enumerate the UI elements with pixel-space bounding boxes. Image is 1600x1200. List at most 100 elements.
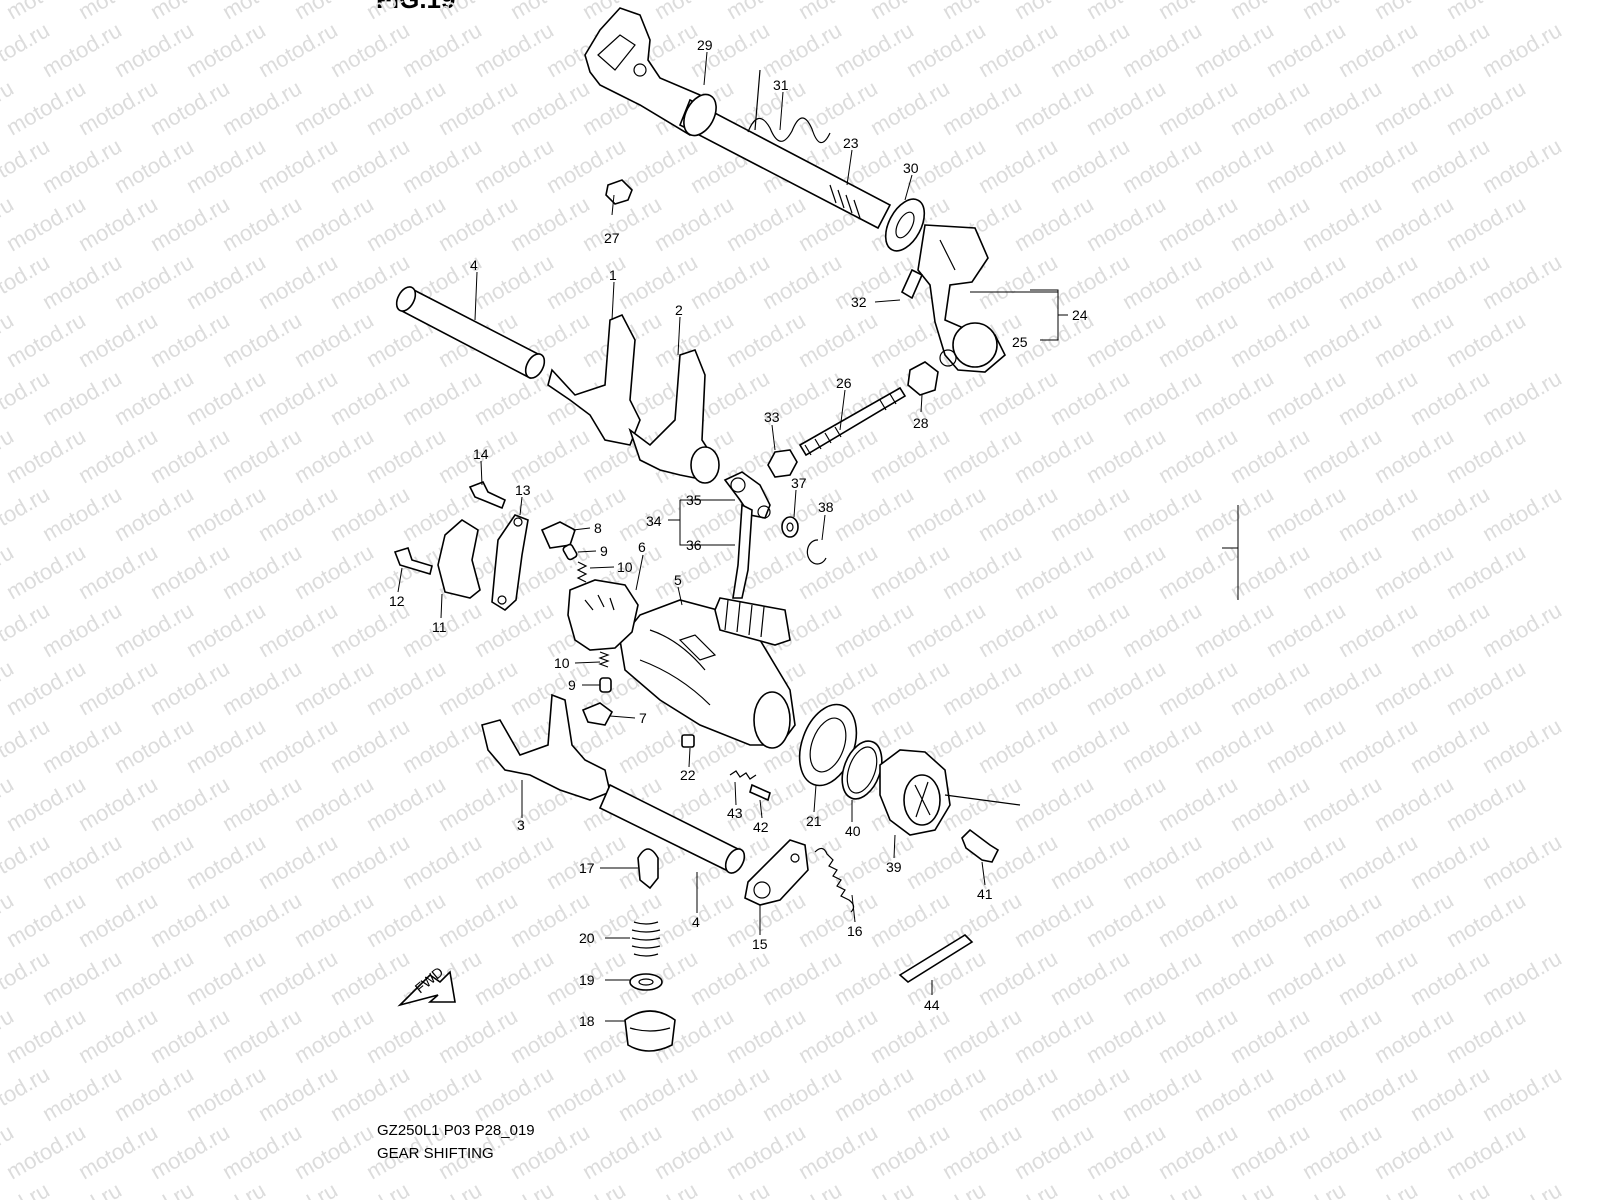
watermark-text: motod.ru	[1046, 133, 1134, 198]
watermark-text: motod.ru	[1190, 133, 1278, 198]
shift-shaft-assembly	[584, 7, 1006, 478]
watermark-text: motod.ru	[38, 133, 126, 198]
watermark-text: motod.ru	[1298, 1119, 1386, 1184]
callout-27: 27	[604, 230, 620, 246]
watermark-text: motod.ru	[146, 75, 234, 140]
part-15-cam-stopper	[744, 839, 809, 906]
watermark-text: motod.ru	[1442, 0, 1530, 24]
callout-16: 16	[847, 923, 863, 939]
watermark-text: motod.ru	[866, 1119, 954, 1184]
watermark-text: motod.ru	[1262, 1061, 1350, 1126]
watermark-text: motod.ru	[1478, 1061, 1566, 1126]
watermark-text: motod.ru	[38, 829, 126, 894]
watermark-text: motod.ru	[722, 1119, 810, 1184]
watermark-text: motod.ru	[1226, 1119, 1314, 1184]
watermark-text: motod.ru	[794, 307, 882, 372]
watermark-text: motod.ru	[974, 481, 1062, 546]
watermark-text: motod.ru	[1442, 191, 1530, 256]
watermark-text: motod.ru	[182, 133, 270, 198]
gear-position-switch-assembly	[798, 703, 1021, 983]
callout-2: 2	[675, 302, 683, 318]
watermark-text: motod.ru	[1046, 597, 1134, 662]
part-12-screw	[393, 547, 433, 576]
callout-numbers: 29 31 23 30 27 32 24 25 4 1 2 26 28 33 1…	[389, 37, 1088, 1029]
watermark-text: motod.ru	[1370, 539, 1458, 604]
callout-9-lower: 9	[568, 677, 576, 693]
watermark-text: motod.ru	[2, 75, 90, 140]
gearshift-lever-assembly	[714, 471, 827, 646]
watermark-text: motod.ru	[1334, 597, 1422, 662]
watermark-text: motod.ru	[1010, 75, 1098, 140]
watermark-text: motod.ru	[2, 539, 90, 604]
watermark-text: motod.ru	[1190, 249, 1278, 314]
watermark-text: motod.ru	[38, 597, 126, 662]
watermark-text: motod.ru	[1226, 539, 1314, 604]
watermark-text: motod.ru	[38, 17, 126, 82]
watermark-text: motod.ru	[254, 713, 342, 778]
watermark-text: motod.ru	[938, 423, 1026, 488]
watermark-text: motod.ru	[218, 655, 306, 720]
watermark-text: motod.ru	[290, 191, 378, 256]
watermark-text: motod.ru	[470, 597, 558, 662]
callout-15: 15	[752, 936, 768, 952]
watermark-text: motod.ru	[74, 539, 162, 604]
callout-3: 3	[517, 817, 525, 833]
watermark-text: motod.ru	[470, 829, 558, 894]
watermark-text: motod.ru	[866, 423, 954, 488]
part-11-cam-guide	[437, 519, 481, 599]
callout-39: 39	[886, 859, 902, 875]
watermark-text: motod.ru	[290, 771, 378, 836]
part-44-clamp	[898, 933, 974, 983]
watermark-text: motod.ru	[1118, 249, 1206, 314]
watermark-text: motod.ru	[1046, 713, 1134, 778]
watermark-text: motod.ru	[218, 1003, 306, 1068]
watermark-text: motod.ru	[1262, 597, 1350, 662]
part-43-spring	[729, 770, 757, 780]
watermark-text: motod.ru	[182, 1061, 270, 1126]
watermark-text: motod.ru	[1478, 249, 1566, 314]
watermark-text: motod.ru	[182, 597, 270, 662]
watermark-text: motod.ru	[110, 249, 198, 314]
callout-41: 41	[977, 886, 993, 902]
watermark-text: motod.ru	[74, 1119, 162, 1184]
watermark-text: motod.ru	[1442, 655, 1530, 720]
callout-6: 6	[638, 539, 646, 555]
watermark-text: motod.ru	[182, 829, 270, 894]
watermark-text: motod.ru	[1118, 597, 1206, 662]
part-8-pawl	[540, 521, 576, 549]
watermark-text: motod.ru	[1478, 481, 1566, 546]
watermark-text: motod.ru	[1154, 191, 1242, 256]
watermark-text: motod.ru	[1190, 945, 1278, 1010]
watermark-text: motod.ru	[758, 17, 846, 82]
watermark-text: motod.ru	[1442, 539, 1530, 604]
watermark-text: motod.ru	[110, 829, 198, 894]
watermark-text: motod.ru	[1082, 887, 1170, 952]
watermark-text: motod.ru	[686, 945, 774, 1010]
part-31-return-spring	[747, 69, 831, 144]
watermark-text: motod.ru	[1406, 597, 1494, 662]
watermark-text: motod.ru	[2, 1119, 90, 1184]
part-32-bolt	[900, 268, 924, 300]
leader-lines	[397, 51, 1068, 1022]
watermark-text: motod.ru	[1298, 887, 1386, 952]
watermark-text: motod.ru	[1190, 829, 1278, 894]
watermark-text: motod.ru	[1406, 249, 1494, 314]
callout-32: 32	[851, 294, 867, 310]
watermark-text: motod.ru	[38, 481, 126, 546]
callout-10-lower: 10	[554, 655, 570, 671]
watermark-text: motod.ru	[830, 597, 918, 662]
part-28-nut	[907, 361, 939, 396]
watermark-text: motod.ru	[794, 1003, 882, 1068]
watermark-text: motod.ru	[290, 539, 378, 604]
watermark-text: motod.ru	[362, 423, 450, 488]
watermark-text: motod.ru	[254, 133, 342, 198]
watermark-text: motod.ru	[362, 75, 450, 140]
watermark-text: motod.ru	[2, 307, 90, 372]
watermark-text: motod.ru	[1190, 481, 1278, 546]
watermark-text: motod.ru	[1010, 539, 1098, 604]
watermark-text: motod.ru	[722, 1003, 810, 1068]
watermark-text: motod.ru	[434, 191, 522, 256]
watermark-text: motod.ru	[1118, 829, 1206, 894]
watermark-text: motod.ru	[38, 945, 126, 1010]
watermark-text: motod.ru	[974, 17, 1062, 82]
